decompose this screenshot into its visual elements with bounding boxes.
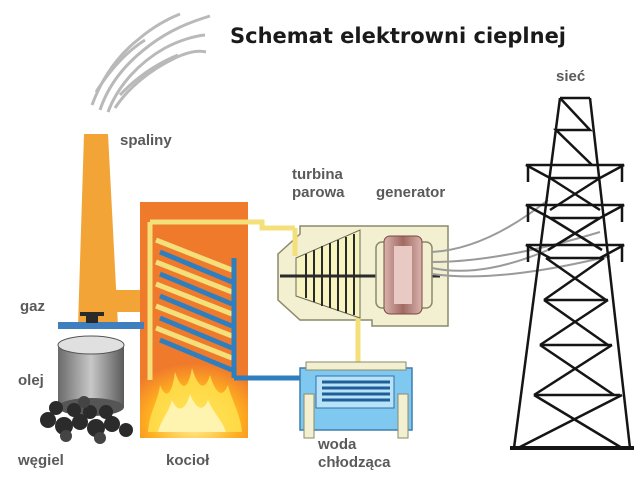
label-turbina-line2: parowa: [292, 184, 345, 201]
generator: [375, 235, 433, 315]
cooling-tank: [299, 361, 413, 439]
label-turbina-line1: turbina: [292, 166, 343, 183]
label-woda-line2: chłodząca: [318, 454, 391, 471]
label-olej: olej: [18, 372, 44, 389]
label-spaliny: spaliny: [120, 132, 172, 149]
label-gaz: gaz: [20, 298, 46, 315]
boiler: [140, 202, 248, 438]
label-kociol: kocioł: [166, 452, 210, 469]
gas-pipe: [58, 312, 144, 329]
steam-coil: [147, 219, 295, 380]
transmission-tower: [510, 96, 634, 450]
oil-tank: [57, 335, 125, 416]
diagram-title: Schemat elektrowni cieplnej: [230, 24, 567, 48]
label-siec: sieć: [556, 68, 586, 85]
label-generator: generator: [376, 184, 446, 201]
label-wegiel: węgiel: [18, 452, 64, 469]
water-coil: [159, 249, 237, 378]
label-woda-line1: woda: [318, 436, 357, 453]
chimney: [78, 134, 146, 326]
smoke: [90, 12, 211, 113]
coal-pile: [40, 396, 133, 444]
